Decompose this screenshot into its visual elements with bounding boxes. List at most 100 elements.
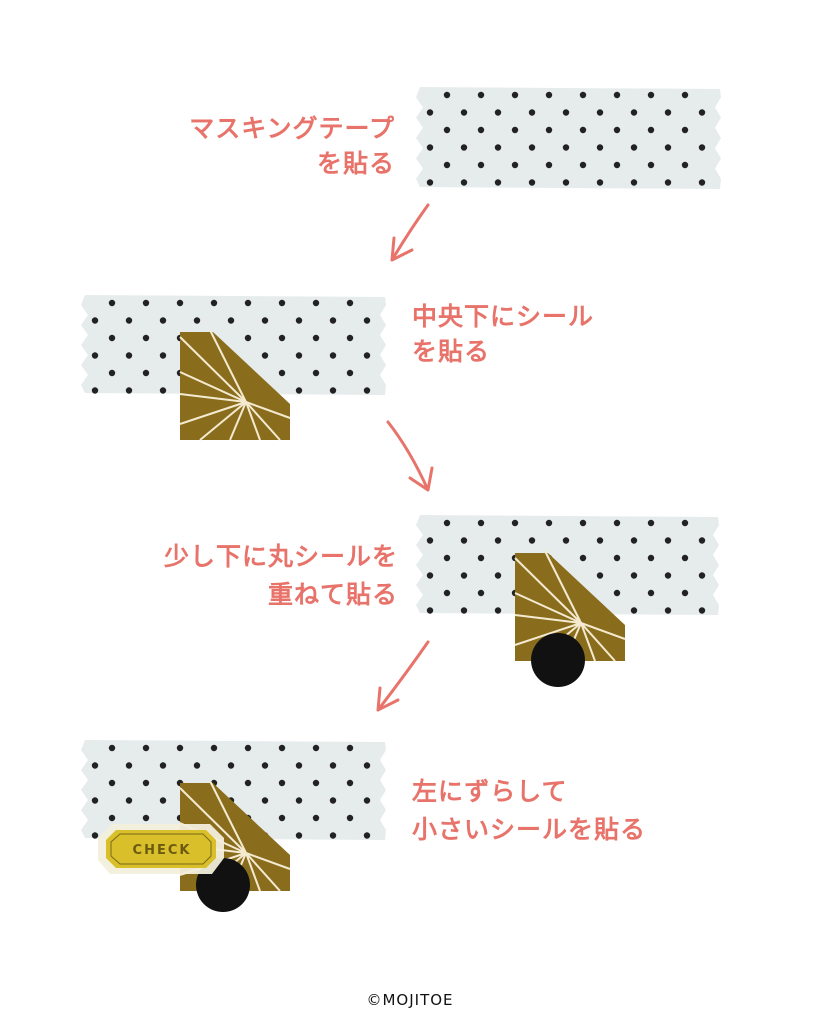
tape-dot [596, 144, 604, 151]
tape-dot [477, 126, 485, 134]
tape-dot [562, 144, 570, 151]
sticker-ray [209, 329, 247, 403]
tape-dot [244, 334, 252, 342]
sticker-ray [245, 401, 291, 419]
tape-dot [647, 589, 655, 597]
tape-dot [363, 762, 371, 769]
tape-dot [579, 554, 587, 562]
tape-dot [108, 299, 116, 307]
tape-dot [91, 352, 99, 359]
tape-dot [244, 779, 252, 787]
tape-dot [443, 91, 451, 99]
tape-dot [142, 369, 150, 377]
tape-dot [108, 779, 116, 787]
tape-dot [261, 317, 269, 324]
tape-dot [278, 299, 286, 307]
tape-dot [460, 144, 468, 151]
gold-ray-sticker [179, 329, 291, 441]
sticker-ray [245, 401, 281, 441]
check-label-text: CHECK [133, 843, 192, 858]
tape-dot [630, 179, 638, 186]
tape-dot [426, 179, 434, 186]
tape-dot [528, 109, 536, 116]
sticker-ray [514, 592, 582, 624]
tape-dot [159, 387, 167, 394]
tape-dot [579, 519, 587, 527]
tape-dot [647, 126, 655, 134]
gold-ray-sticker [514, 550, 626, 662]
tape-dot [460, 607, 468, 614]
tape-dot [647, 519, 655, 527]
sticker-ray [544, 550, 582, 624]
step-3: 少し下に丸シールを 重ねて貼る [163, 515, 719, 687]
tape-dot [494, 109, 502, 116]
step-4-line-2: 小さいシールを貼る [412, 815, 646, 844]
arrow-icon [376, 640, 430, 712]
tape-dot [346, 334, 354, 342]
tape-dot [613, 554, 621, 562]
tape-dot [227, 762, 235, 769]
tape-dot [295, 762, 303, 769]
tape-dot [329, 797, 337, 804]
masking-tape [81, 740, 386, 840]
tape-dot [443, 126, 451, 134]
tape-dot [664, 607, 672, 614]
tape-dot [193, 317, 201, 324]
tape-dot [108, 814, 116, 822]
tape-dot [108, 334, 116, 342]
tape-dot [613, 126, 621, 134]
step-2-line-1: 中央下にシール [412, 302, 594, 331]
tape-dot [346, 369, 354, 377]
tape-dot [664, 179, 672, 186]
tape-dot [329, 832, 337, 839]
tape-dot [193, 762, 201, 769]
tape-dot [698, 537, 706, 544]
sticker-ray [245, 852, 261, 892]
step-3-line-1: 少し下に丸シールを [163, 542, 398, 571]
tape-dot [494, 607, 502, 614]
tape-dot [91, 832, 99, 839]
tape-dot [494, 144, 502, 151]
tape-dot [312, 779, 320, 787]
tape-dot [511, 91, 519, 99]
sticker-ray [179, 401, 247, 425]
tape-dot [176, 744, 184, 752]
sticker-body [180, 332, 290, 440]
tape-dot [460, 537, 468, 544]
tape-dot [142, 744, 150, 752]
tape-dot [142, 299, 150, 307]
tape-dot [91, 762, 99, 769]
tape-dot [244, 744, 252, 752]
tape-dot [630, 537, 638, 544]
tape-dot [278, 744, 286, 752]
tape-dot [312, 744, 320, 752]
tape-dot [579, 161, 587, 169]
tape-dot [579, 91, 587, 99]
tape-dot [630, 109, 638, 116]
tape-dot [681, 161, 689, 169]
tape-dot [647, 161, 655, 169]
tape-dot [278, 814, 286, 822]
tape-dot [511, 519, 519, 527]
tape-dot [477, 589, 485, 597]
tape-dot [329, 317, 337, 324]
tape-dot [108, 744, 116, 752]
tape-dot [681, 589, 689, 597]
tape-dot [125, 317, 133, 324]
tape-dot [477, 161, 485, 169]
tape-dot [278, 779, 286, 787]
tape-dot [443, 589, 451, 597]
sticker-ray [514, 557, 582, 624]
tape-dot [261, 797, 269, 804]
tape-dot [159, 762, 167, 769]
arrow-icon [386, 420, 434, 492]
tape-dot [426, 109, 434, 116]
sticker-ray [179, 393, 247, 403]
tape-dot [329, 352, 337, 359]
tape-dot [545, 91, 553, 99]
tape-body [416, 87, 721, 189]
tape-dot [210, 744, 218, 752]
tape-body [81, 740, 386, 840]
